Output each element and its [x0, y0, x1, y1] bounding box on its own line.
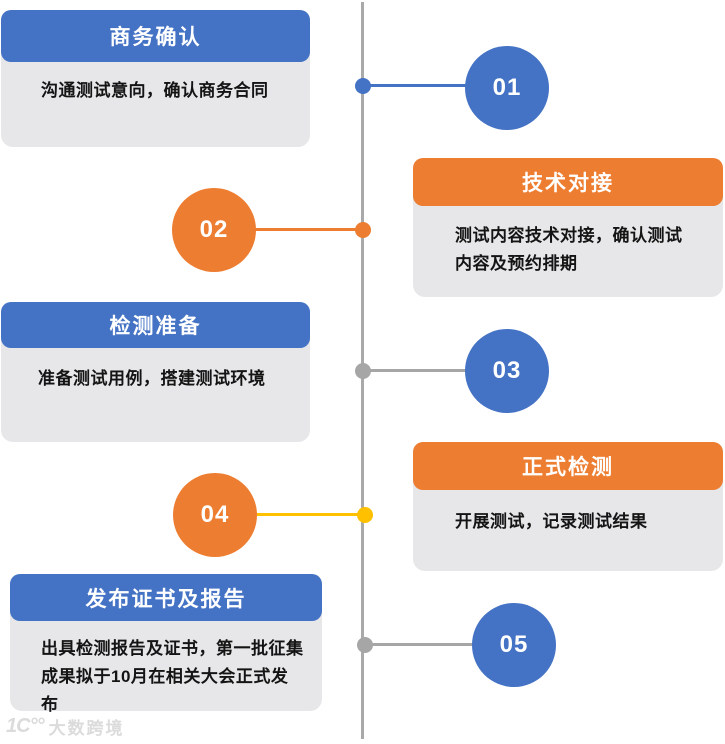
step-3-number-badge: 03	[465, 329, 549, 413]
step-1-description: 沟通测试意向，确认商务合同	[41, 81, 269, 100]
step-5-connector	[364, 643, 476, 646]
step-4-description: 开展测试，记录测试结果	[455, 512, 648, 531]
step-4-card: 正式检测 开展测试，记录测试结果	[413, 442, 723, 571]
step-1-connector	[362, 84, 470, 87]
step-2-description: 测试内容技术对接，确认测试 内容及预约排期	[455, 226, 683, 273]
step-5-card: 发布证书及报告 出具检测报告及证书，第一批征集 成果拟于10月在相关大会正式发布	[10, 574, 322, 714]
step-1-card: 商务确认 沟通测试意向，确认商务合同	[1, 10, 310, 147]
step-2-axis-dot	[355, 222, 371, 238]
step-3-card: 检测准备 准备测试用例，搭建测试环境	[1, 302, 310, 442]
watermark: 1C°° 大数跨境	[6, 714, 125, 739]
step-5-title: 发布证书及报告	[10, 574, 322, 621]
step-4-connector	[250, 513, 366, 516]
step-4-title: 正式检测	[413, 442, 723, 490]
watermark-logo-icon: 1C°°	[6, 715, 45, 737]
step-2-title: 技术对接	[413, 158, 723, 206]
step-5-description: 出具检测报告及证书，第一批征集 成果拟于10月在相关大会正式发布	[41, 639, 304, 714]
step-3-description: 准备测试用例，搭建测试环境	[38, 369, 266, 388]
step-1-title: 商务确认	[1, 10, 310, 62]
watermark-text: 大数跨境	[48, 719, 125, 738]
step-1-axis-dot	[355, 78, 371, 94]
step-3-connector	[362, 369, 470, 372]
step-1-number-badge: 01	[465, 46, 549, 130]
step-5-number-badge: 05	[472, 603, 556, 687]
step-2-number-badge: 02	[172, 188, 256, 272]
step-4-number-badge: 04	[173, 473, 257, 557]
step-3-title: 检测准备	[1, 302, 310, 348]
step-3-axis-dot	[355, 363, 371, 379]
step-4-axis-dot	[357, 507, 373, 523]
step-2-connector	[250, 228, 364, 231]
step-5-axis-dot	[357, 637, 373, 653]
step-2-card: 技术对接 测试内容技术对接，确认测试 内容及预约排期	[413, 158, 723, 297]
